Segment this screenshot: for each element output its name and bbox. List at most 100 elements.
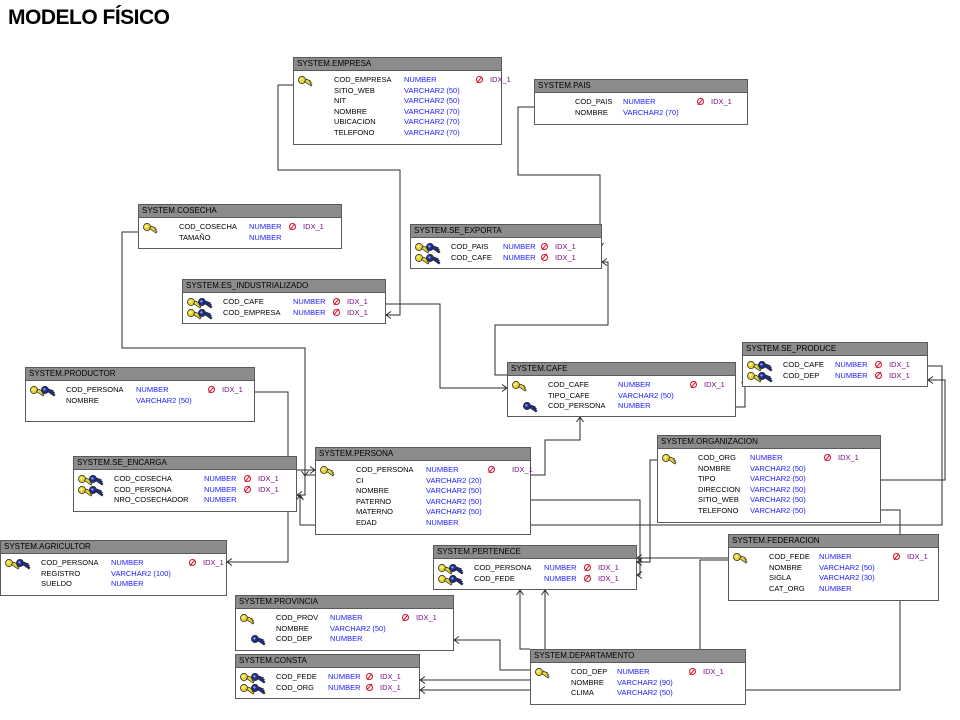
foreign-key-icon [41,386,56,397]
column-type: NUMBER [819,552,852,561]
table-title: SYSTEM.SE_ENCARGA [74,457,296,470]
column-row: COD_PERSONA NUMBER IDX_1 [74,485,296,496]
not-null-icon [584,564,591,571]
primary-key-icon [438,574,453,585]
column-type: NUMBER [835,370,868,380]
column-name: COD_PERSONA [356,465,414,474]
column-name: SITIO_WEB [334,85,375,95]
table-title: SYSTEM.EMPRESA [294,58,501,71]
column-type: VARCHAR2 (50) [750,474,806,483]
index-label: IDX_1 [258,484,279,494]
column-name: TIPO_CAFE [548,390,590,400]
column-name: NOMBRE [575,107,608,117]
primary-key-icon [298,76,313,87]
column-name: COD_PERSONA [41,558,99,567]
not-null-icon [488,466,495,473]
not-null-icon [875,361,882,368]
table-title: SYSTEM.ES_INDUSTRIALIZADO [183,280,385,293]
relationship-line [519,590,530,650]
column-type: NUMBER [293,307,326,317]
not-null-icon [289,223,296,230]
column-type: VARCHAR2 (50) [136,395,192,405]
not-null-icon [690,381,697,388]
column-type: NUMBER [204,484,237,494]
table-title: SYSTEM.SE_PRODUCE [743,343,927,356]
table-title: SYSTEM.PERTENECE [434,546,636,559]
index-label: IDX_1 [490,75,511,84]
column-type: VARCHAR2 (70) [404,117,460,126]
foreign-key-icon [198,298,213,309]
relationship-arrow [927,376,934,384]
column-type: NUMBER [544,563,577,572]
relationship-arrow [296,491,303,499]
index-label: IDX_1 [838,453,859,462]
index-label: IDX_1 [598,563,619,572]
column-type: NUMBER [835,360,868,369]
index-label: IDX_1 [347,297,368,306]
column-type: NUMBER [750,453,783,462]
column-name: COD_CAFE [451,252,492,262]
column-name: NOMBRE [571,677,604,687]
column-name: NOMBRE [356,486,389,495]
column-name: COD_PERSONA [474,563,532,572]
column-type: NUMBER [426,465,459,474]
relationship-line [454,639,530,671]
column-type: VARCHAR2 (50) [330,623,386,633]
foreign-key-icon [758,361,773,372]
column-type: NUMBER [111,558,144,567]
table-title: SYSTEM.ORGANIZACION [658,436,880,449]
relationship-line [637,459,657,563]
primary-key-icon [143,223,158,234]
column-name: COD_PERSONA [114,484,172,494]
index-label: IDX_1 [555,252,576,262]
column-name: COD_EMPRESA [334,75,392,84]
column-type: VARCHAR2 (50) [618,390,674,400]
not-null-icon [189,559,196,566]
table-title: SYSTEM.AGRICULTOR [1,541,226,554]
foreign-key-icon [89,475,104,486]
relationship-line [121,231,306,476]
column-type: NUMBER [328,672,361,681]
column-name: NIT [334,96,347,105]
column-name: MATERNO [356,507,393,516]
index-label: IDX_1 [303,222,324,231]
column-row: COD_PERSONA NUMBER IDX_1 [434,563,636,575]
primary-key-icon [535,668,550,679]
